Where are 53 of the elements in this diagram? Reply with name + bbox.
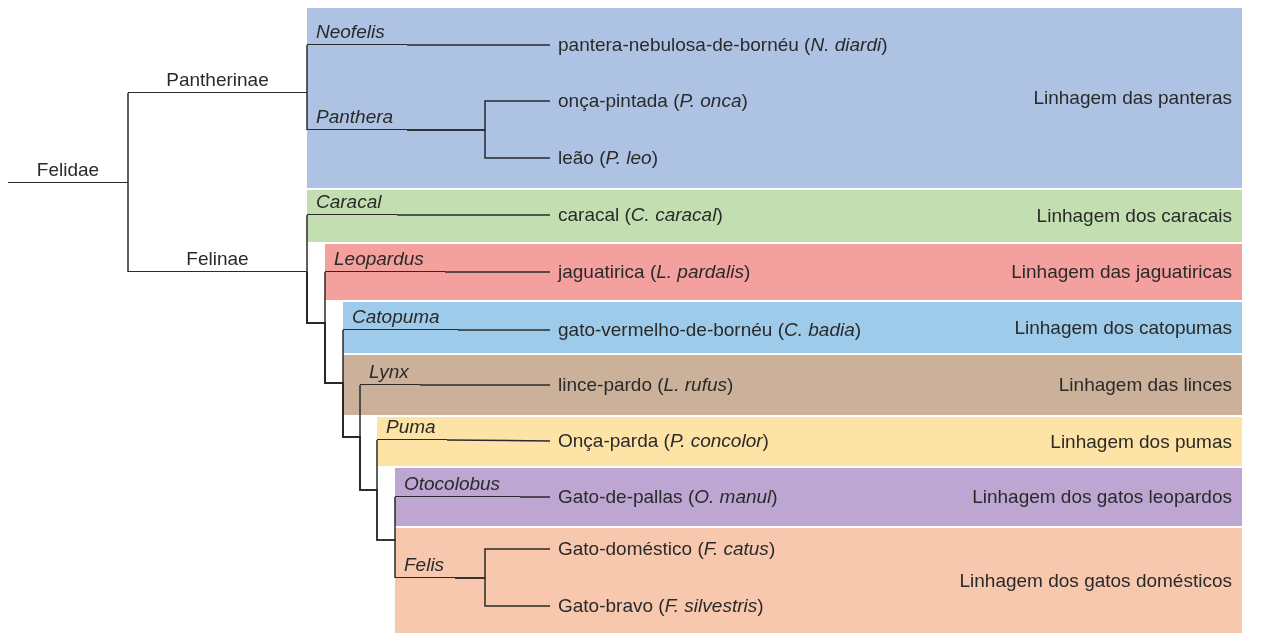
lineage-label: Linhagem das panteras: [1033, 85, 1232, 110]
lineage-label: Linhagem dos catopumas: [1014, 315, 1232, 340]
genus-branch-label: Puma: [377, 414, 447, 440]
clade-branch-label: Felinae: [128, 245, 307, 272]
species-label: Onça-parda (P. concolor): [550, 427, 930, 455]
branch-line: [127, 92, 129, 184]
branch-line: [406, 129, 551, 159]
genus-branch-label: Leopardus: [325, 246, 445, 272]
genus-branch-label: Lynx: [360, 359, 420, 385]
lineage-label: Linhagem dos gatos domésticos: [959, 568, 1232, 593]
genus-branch-label: Felis: [395, 552, 455, 578]
species-label: caracal (C. caracal): [550, 201, 930, 229]
genus-branch-label: Catopuma: [343, 304, 458, 330]
lineage-label: Linhagem dos caracais: [1036, 203, 1232, 228]
lineage-label: Linhagem dos gatos leopardos: [972, 484, 1232, 509]
species-label: gato-vermelho-de-bornéu (C. badia): [550, 316, 930, 344]
branch-line: [406, 44, 551, 46]
branch-line: [306, 92, 308, 131]
genus-branch-label: Panthera: [307, 104, 407, 130]
clade-branch-label: Felidae: [8, 156, 128, 183]
branch-line: [306, 44, 308, 94]
species-label: lince-pardo (L. rufus): [550, 371, 930, 399]
branch-line: [306, 214, 308, 273]
lineage-label: Linhagem dos pumas: [1050, 429, 1232, 454]
lineage-band: [343, 302, 1242, 353]
lineage-band: [325, 244, 1242, 300]
genus-branch-label: Neofelis: [307, 19, 407, 45]
branch-line: [127, 182, 129, 273]
branch-line: [454, 577, 551, 607]
species-label: onça-pintada (P. onca): [550, 87, 930, 115]
branch-line: [444, 271, 551, 273]
lineage-label: Linhagem das linces: [1058, 372, 1232, 397]
species-label: jaguatirica (L. pardalis): [550, 258, 930, 286]
lineage-band: [395, 528, 1242, 633]
species-label: pantera-nebulosa-de-bornéu (N. diardi): [550, 31, 930, 59]
lineage-band: [343, 355, 1242, 415]
lineage-band: [377, 417, 1242, 466]
lineage-band: [307, 190, 1242, 242]
species-label: leão (P. leo): [550, 144, 930, 172]
branch-line: [519, 496, 551, 498]
lineage-label: Linhagem das jaguatiricas: [1011, 259, 1232, 284]
lineage-band: [307, 8, 1242, 188]
lineage-band: [395, 468, 1242, 526]
genus-branch-label: Otocolobus: [395, 471, 520, 497]
branch-line: [446, 439, 551, 442]
branch-line: [457, 329, 551, 331]
clade-branch-label: Pantherinae: [128, 66, 307, 93]
species-label: Gato-bravo (F. silvestris): [550, 592, 930, 620]
species-label: Gato-doméstico (F. catus): [550, 535, 930, 563]
genus-branch-label: Caracal: [307, 189, 397, 215]
species-label: Gato-de-pallas (O. manul): [550, 483, 930, 511]
branch-line: [419, 384, 551, 386]
branch-line: [396, 214, 551, 216]
